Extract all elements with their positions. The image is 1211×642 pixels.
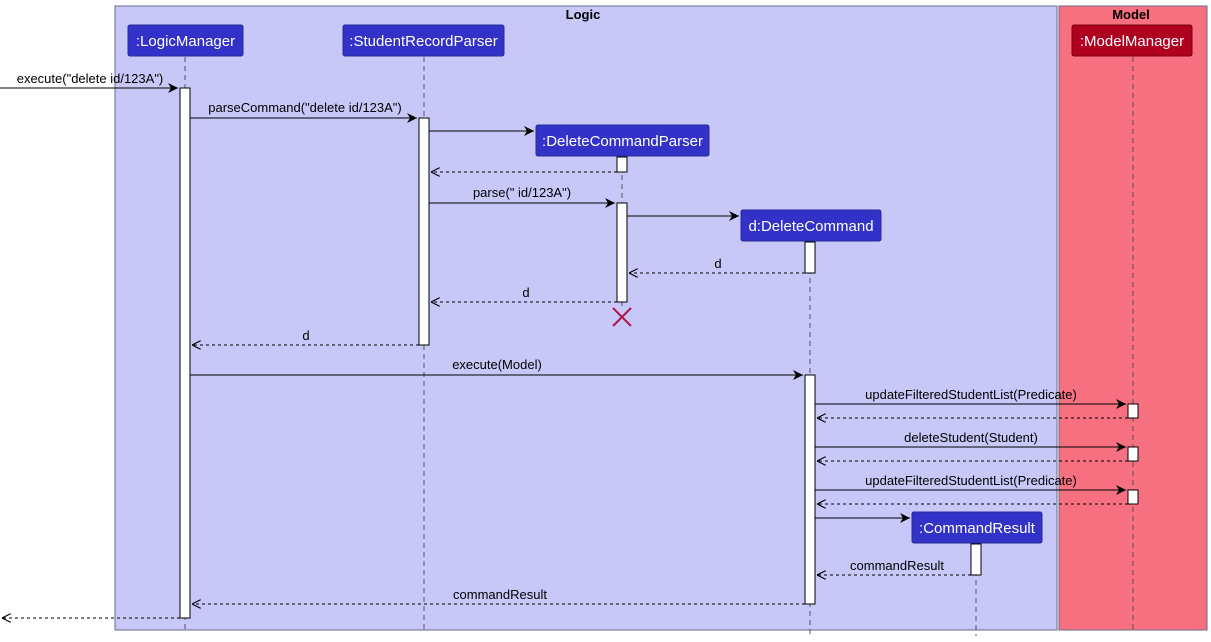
participant-model-manager-label: :ModelManager	[1080, 33, 1184, 50]
message-label: commandResult	[453, 587, 547, 602]
model-frame-title: Model	[1112, 7, 1150, 22]
participant-command-result: :CommandResult	[911, 511, 1043, 544]
logic-frame-title: Logic	[566, 7, 601, 22]
participant-student-record-parser: :StudentRecordParser	[342, 24, 505, 57]
message-label: d	[522, 285, 529, 300]
activation-delete-command-create	[804, 241, 816, 274]
message-label: d	[302, 328, 309, 343]
participant-student-record-parser-label: :StudentRecordParser	[349, 33, 497, 50]
participant-delete-command: d:DeleteCommand	[740, 209, 882, 242]
message-label: deleteStudent(Student)	[904, 430, 1038, 445]
participant-model-manager: :ModelManager	[1071, 24, 1193, 57]
message-label: execute(Model)	[452, 357, 542, 372]
message-label: d	[714, 256, 721, 271]
message-label: updateFilteredStudentList(Predicate)	[865, 387, 1077, 402]
activation-delete-command-parser	[616, 202, 628, 303]
participant-delete-command-label: d:DeleteCommand	[748, 218, 873, 235]
participant-delete-command-parser: :DeleteCommandParser	[535, 124, 710, 157]
message-label: updateFilteredStudentList(Predicate)	[865, 473, 1077, 488]
activation-model-manager-1	[1127, 403, 1139, 419]
participant-delete-command-parser-label: :DeleteCommandParser	[542, 133, 703, 150]
participant-logic-manager-label: :LogicManager	[136, 33, 235, 50]
message-label: commandResult	[850, 558, 944, 573]
activation-model-manager-2	[1127, 446, 1139, 462]
activation-bars	[179, 87, 1139, 619]
activation-logic-manager	[179, 87, 191, 619]
activation-model-manager-3	[1127, 489, 1139, 505]
activation-delete-command-execute	[804, 374, 816, 605]
message-label: execute("delete id/123A")	[17, 71, 164, 86]
activation-delete-command-parser-create	[616, 156, 628, 173]
logic-frame: Logic	[114, 5, 1058, 631]
message-label: parse(" id/123A")	[473, 185, 571, 200]
participant-command-result-label: :CommandResult	[919, 520, 1036, 537]
activation-student-record-parser	[418, 117, 430, 346]
participant-logic-manager: :LogicManager	[127, 24, 244, 57]
message-label: parseCommand("delete id/123A")	[208, 100, 402, 115]
activation-command-result	[970, 543, 982, 576]
messages: execute("delete id/123A") parseCommand("…	[0, 71, 1128, 618]
destroy-mark	[612, 307, 632, 327]
